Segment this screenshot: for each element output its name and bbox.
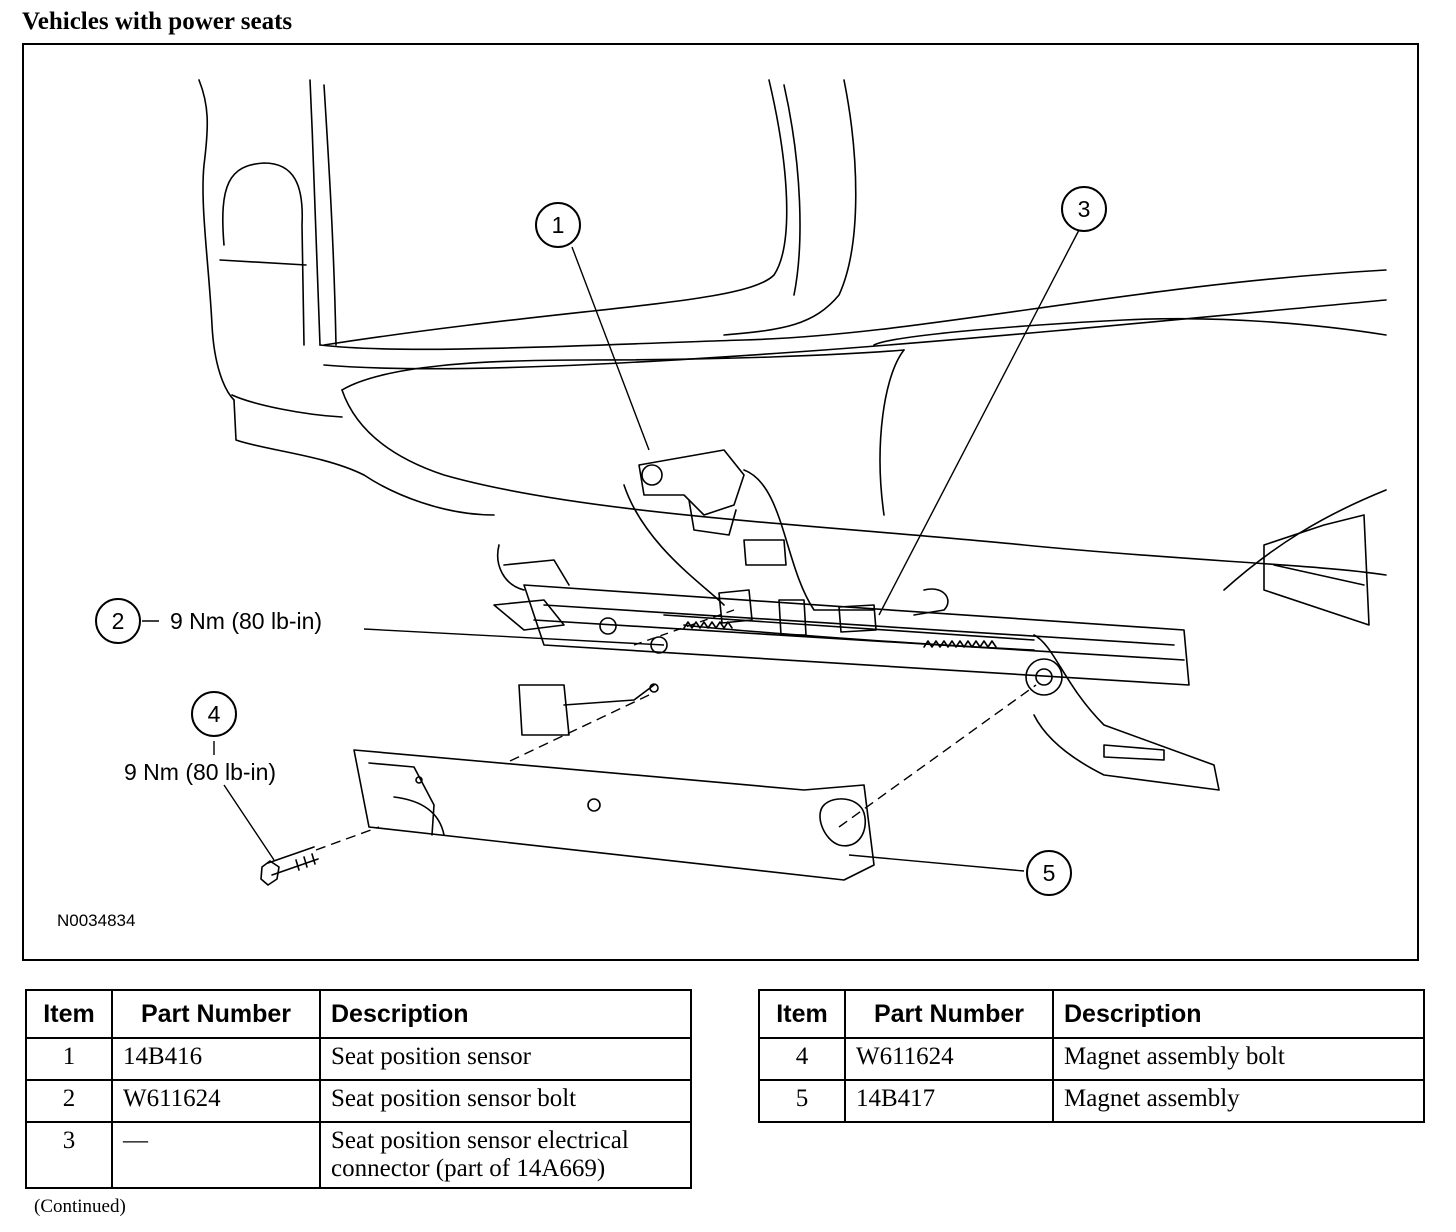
seat-line-drawing: 1 3 2 9 Nm (80 lb-in) 4 9 Nm (80 lb-in) … [95,79,1387,896]
cell-description: Seat position sensor electrical connecto… [319,1121,692,1189]
cell-item: 2 [25,1079,113,1123]
figure-id: N0034834 [57,911,136,930]
torque-label: 9 Nm (80 lb-in) [170,608,322,634]
callout-2: 2 9 Nm (80 lb-in) [95,598,322,644]
callout-5: 5 [1026,850,1072,896]
seat-illustration: 1 3 2 9 Nm (80 lb-in) 4 9 Nm (80 lb-in) … [22,43,1419,961]
table-header-row: Item Part Number Description [758,989,1425,1039]
cell-description: Magnet assembly [1052,1079,1425,1123]
cell-description: Seat position sensor [319,1037,692,1081]
table-row: 1 14B416 Seat position sensor [25,1037,692,1081]
col-header-item: Item [758,989,846,1039]
callout-4: 4 9 Nm (80 lb-in) [124,691,276,785]
col-header-part-number: Part Number [111,989,321,1039]
cell-part-number: 14B416 [111,1037,321,1081]
cell-item: 4 [758,1037,846,1081]
callout-number: 1 [552,212,565,238]
cell-part-number: W611624 [844,1037,1054,1081]
torque-label: 9 Nm (80 lb-in) [124,759,276,785]
callout-number: 3 [1078,196,1091,222]
page-heading: Vehicles with power seats [22,8,293,35]
cell-item: 5 [758,1079,846,1123]
cell-description: Magnet assembly bolt [1052,1037,1425,1081]
parts-table-left: Item Part Number Description 1 14B416 Se… [25,989,692,1189]
cell-part-number: W611624 [111,1079,321,1123]
table-header-row: Item Part Number Description [25,989,692,1039]
callout-1: 1 [535,202,581,248]
cell-description: Seat position sensor bolt [319,1079,692,1123]
callout-number: 2 [112,608,125,634]
cell-part-number: 14B417 [844,1079,1054,1123]
callout-number: 4 [208,701,221,727]
cell-item: 3 [25,1121,113,1189]
parts-table-right: Item Part Number Description 4 W611624 M… [758,989,1425,1123]
cell-item: 1 [25,1037,113,1081]
callout-number: 5 [1043,860,1056,886]
continued-note: (Continued) [34,1196,126,1217]
table-row: 5 14B417 Magnet assembly [758,1079,1425,1123]
cell-part-number: — [111,1121,321,1189]
col-header-description: Description [1052,989,1425,1039]
table-row: 3 — Seat position sensor electrical conn… [25,1121,692,1189]
col-header-description: Description [319,989,692,1039]
table-row: 2 W611624 Seat position sensor bolt [25,1079,692,1123]
table-row: 4 W611624 Magnet assembly bolt [758,1037,1425,1081]
col-header-item: Item [25,989,113,1039]
callout-3: 3 [1061,186,1107,232]
col-header-part-number: Part Number [844,989,1054,1039]
